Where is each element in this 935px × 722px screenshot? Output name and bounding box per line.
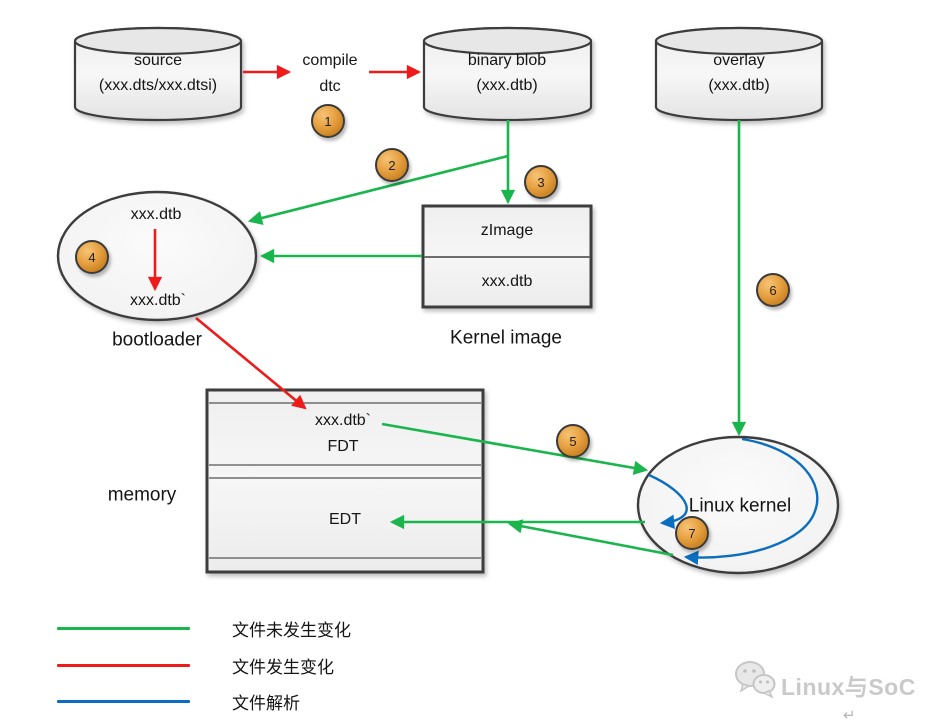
step-badge-6: 6 — [756, 273, 790, 307]
bootloader-dtb-text: xxx.dtb — [130, 206, 182, 223]
overlay-subtitle: (xxx.dtb) — [708, 77, 770, 94]
legend-label-changed: 文件发生变化 — [232, 657, 334, 677]
legend-label-unchanged: 文件未发生变化 — [232, 620, 351, 640]
legend-line-green — [57, 626, 190, 630]
compile-label: compile — [302, 52, 358, 69]
legend-item-changed: 文件发生变化 — [57, 655, 334, 677]
curve-fdt-parse — [648, 473, 688, 529]
binary-blob-title: binary blob — [467, 52, 547, 69]
bootloader-label: bootloader — [112, 329, 202, 351]
source-subtitle: (xxx.dts/xxx.dtsi) — [98, 77, 218, 94]
step-badge-3: 3 — [524, 165, 558, 199]
arrow-kernel-bottom-to-edt — [507, 519, 674, 557]
overlay-title: overlay — [713, 52, 765, 69]
source-cylinder — [73, 26, 243, 122]
watermark-text: Linux与SoC — [781, 674, 916, 700]
memory-box — [205, 388, 485, 574]
legend-item-parse: 文件解析 — [57, 691, 300, 713]
wechat-icon — [735, 661, 776, 699]
arrow-binary-to-bootloader — [247, 154, 509, 225]
memory-dtb-prime-text: xxx.dtb` — [314, 412, 372, 429]
step-badge-7: 7 — [675, 516, 709, 550]
memory-edt-text: EDT — [329, 511, 361, 528]
source-title: source — [133, 52, 183, 69]
arrow-bootloader-to-memory — [195, 316, 307, 410]
step-badge-5: 5 — [556, 424, 590, 458]
legend-line-blue — [57, 699, 190, 703]
step-badge-1: 1 — [311, 104, 345, 138]
curve-overlay-parse — [683, 437, 819, 565]
linux-kernel-label: Linux kernel — [688, 495, 792, 517]
kernel-image-label: Kernel image — [450, 327, 562, 349]
legend-item-unchanged: 文件未发生变化 — [57, 618, 351, 640]
binary-blob-subtitle: (xxx.dtb) — [476, 77, 538, 94]
step-badge-2: 2 — [375, 148, 409, 182]
dtc-label: dtc — [319, 78, 341, 95]
zimage-text: zImage — [480, 222, 534, 239]
step-badge-4: 4 — [75, 240, 109, 274]
memory-fdt-text: FDT — [327, 438, 359, 455]
kernelimage-dtb-text: xxx.dtb — [481, 273, 533, 290]
return-mark: ↵ — [843, 707, 856, 722]
arrow-memory-fdt-to-kernel — [381, 422, 649, 475]
legend-label-parse: 文件解析 — [232, 693, 300, 713]
bootloader-ellipse — [56, 190, 258, 322]
legend-line-red — [57, 663, 190, 667]
kernel-image-box — [421, 204, 593, 309]
bootloader-dtb-prime-text: xxx.dtb` — [129, 292, 187, 309]
memory-label: memory — [107, 484, 177, 506]
overlay-cylinder — [654, 26, 824, 122]
binary-blob-cylinder — [422, 26, 593, 122]
